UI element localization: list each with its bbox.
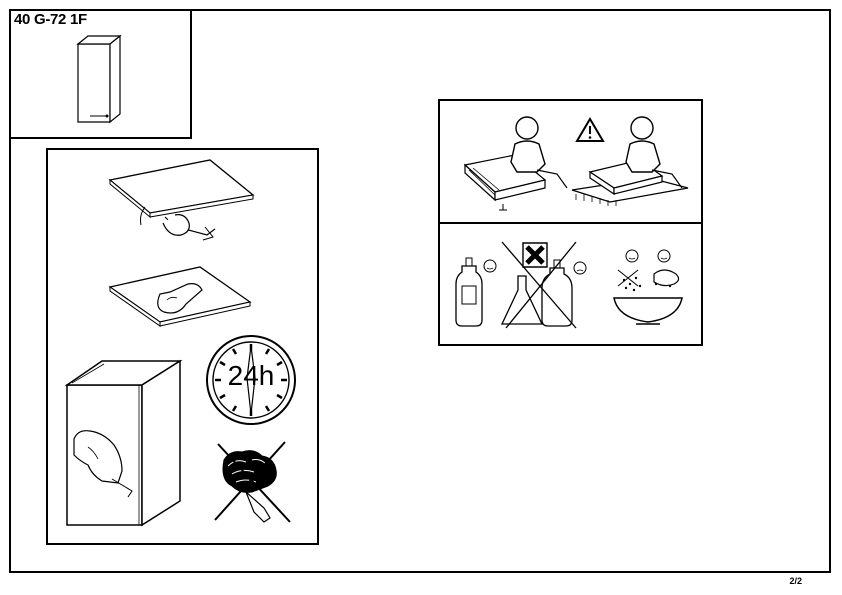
cabinet-icon bbox=[70, 32, 130, 127]
carry-board-icon bbox=[455, 110, 575, 215]
board-peel-step bbox=[105, 155, 265, 250]
sponge-hand-icon bbox=[62, 355, 187, 530]
page-frame bbox=[9, 9, 831, 573]
clock-icon bbox=[205, 334, 297, 426]
board-wipe-step bbox=[105, 262, 265, 337]
product-code: 40 G-72 1F bbox=[14, 11, 87, 28]
page-number: 2/2 bbox=[789, 576, 802, 586]
bottles-icon bbox=[452, 238, 592, 333]
warning-icon bbox=[575, 117, 605, 143]
washbowl-icon bbox=[608, 244, 688, 329]
forbidden-cross-icon bbox=[522, 242, 548, 268]
carry-board-on-mat-icon bbox=[570, 110, 695, 215]
no-scrub-icon bbox=[210, 440, 295, 525]
clock-label: 24h bbox=[227, 360, 275, 391]
